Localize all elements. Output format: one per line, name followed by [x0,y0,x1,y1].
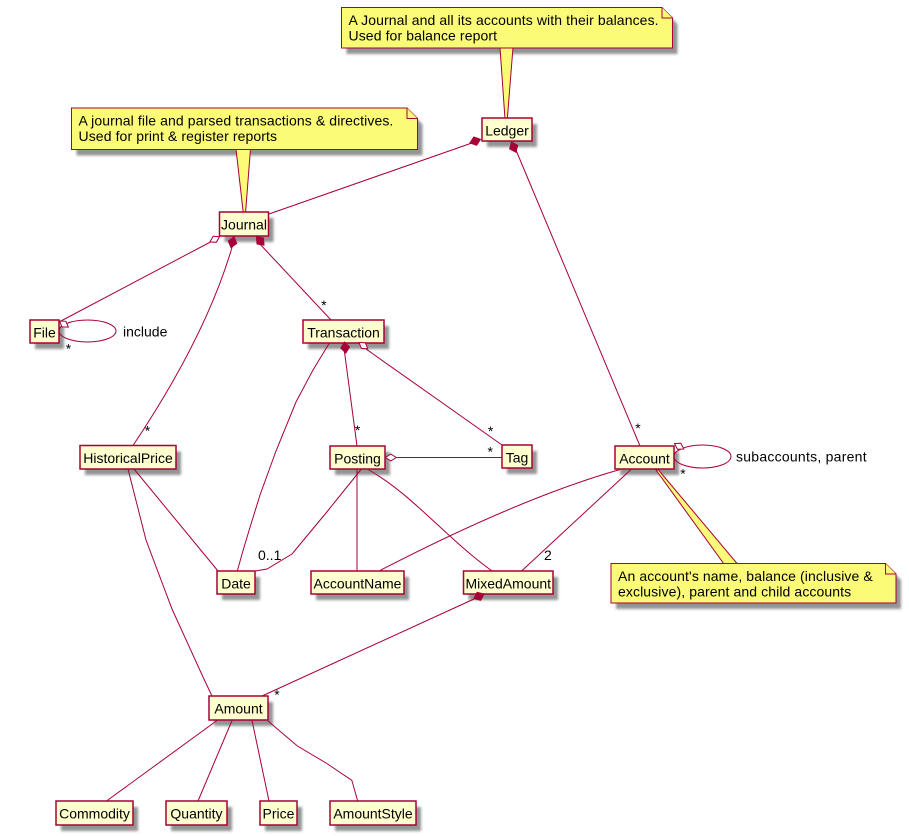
svg-text:Tag: Tag [506,450,529,466]
svg-text:Date: Date [221,576,251,592]
svg-text:Price: Price [263,806,295,822]
svg-text:Journal: Journal [221,217,267,233]
svg-text:Quantity: Quantity [170,806,222,822]
svg-text:*: * [488,423,494,439]
svg-text:A journal file and parsed tran: A journal file and parsed transactions &… [79,113,394,129]
svg-text:Commodity: Commodity [59,806,130,822]
svg-text:*: * [680,466,686,482]
svg-text:0..1: 0..1 [258,547,282,563]
svg-text:*: * [145,423,151,439]
svg-text:Used for balance report: Used for balance report [349,28,498,44]
svg-text:File: File [33,325,56,341]
svg-text:*: * [487,444,493,460]
svg-text:AmountStyle: AmountStyle [333,806,413,822]
svg-text:*: * [635,420,641,436]
svg-text:Posting: Posting [334,451,381,467]
svg-text:Account: Account [619,451,670,467]
svg-text:MixedAmount: MixedAmount [465,576,551,592]
svg-text:include: include [123,324,168,340]
svg-text:*: * [66,341,72,357]
svg-text:An account's name, balance (in: An account's name, balance (inclusive & [618,568,873,584]
svg-text:HistoricalPrice: HistoricalPrice [83,450,173,466]
svg-text:Ledger: Ledger [485,123,529,139]
svg-text:A Journal and all its accounts: A Journal and all its accounts with thei… [349,12,659,28]
svg-text:AccountName: AccountName [314,576,402,592]
svg-text:2: 2 [544,547,552,563]
svg-text:Amount: Amount [214,701,262,717]
svg-text:*: * [274,687,280,703]
svg-text:*: * [321,297,327,313]
svg-text:subaccounts, parent: subaccounts, parent [736,449,867,465]
svg-text:Used for print & register repo: Used for print & register reports [79,128,278,144]
svg-text:exclusive), parent and child a: exclusive), parent and child accounts [618,584,851,600]
svg-text:*: * [355,422,361,438]
svg-text:Transaction: Transaction [307,325,380,341]
